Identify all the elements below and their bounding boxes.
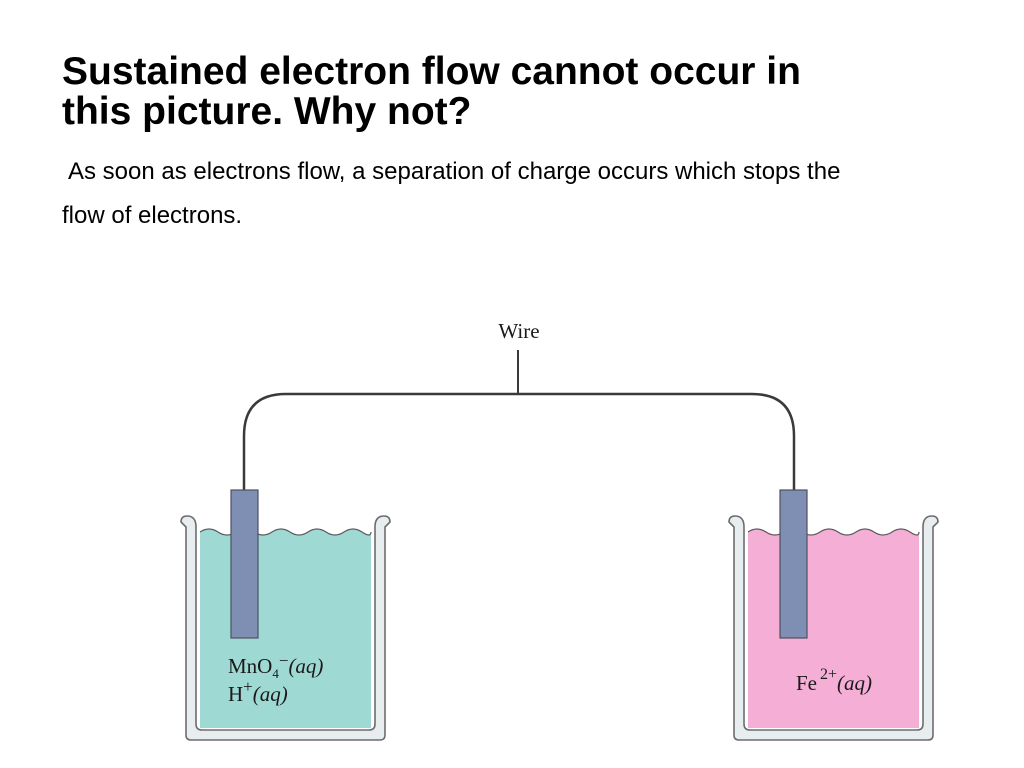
left-solution-label-line2: H+(aq) — [228, 677, 288, 706]
slide-title: Sustained electron flow cannot occur in … — [62, 52, 1002, 132]
right-beaker — [728, 489, 939, 741]
right-electrode — [779, 489, 808, 639]
right-solution — [748, 529, 919, 728]
left-beaker — [180, 489, 391, 741]
left-solution-label-line1: MnO4−(aq) — [228, 651, 323, 681]
title-line-1: Sustained electron flow cannot occur in — [62, 50, 801, 93]
title-line-2: this picture. Why not? — [62, 90, 472, 133]
slide-body: As soon as electrons flow, a separation … — [62, 150, 1002, 238]
body-line-2: flow of electrons. — [62, 202, 243, 229]
right-solution-surface — [747, 528, 920, 536]
wire-label: Wire — [498, 319, 539, 343]
wire — [242, 350, 796, 490]
body-line-1: As soon as electrons flow, a separation … — [68, 158, 841, 185]
left-electrode — [230, 489, 259, 639]
